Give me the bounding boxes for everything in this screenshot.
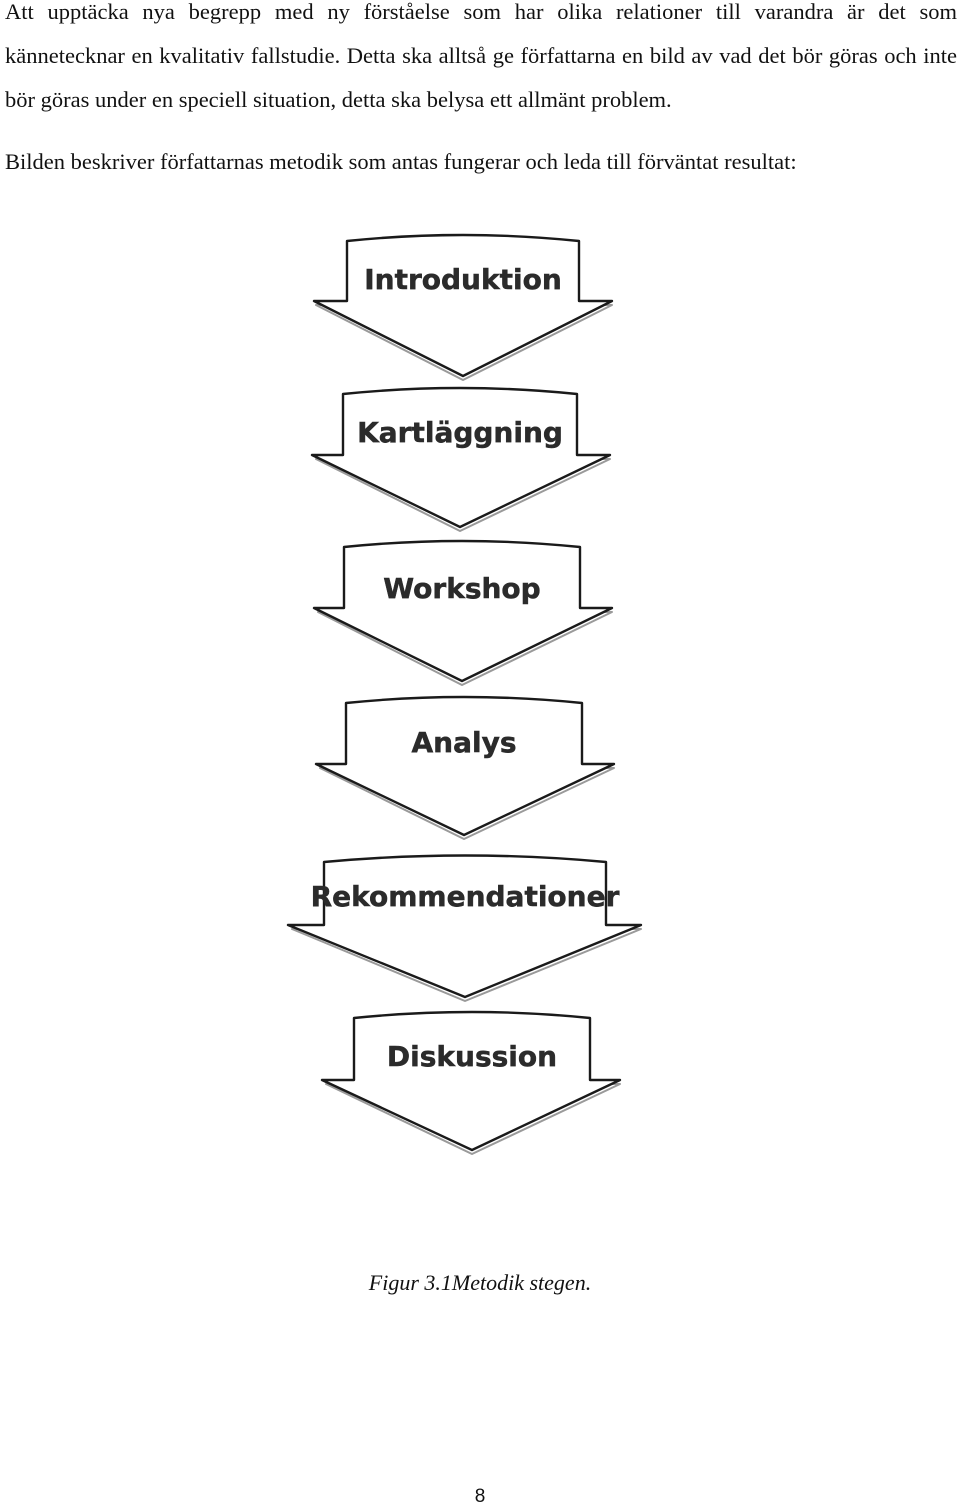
- flow-step-analys: Analys: [314, 695, 616, 840]
- flow-step-label: Introduktion: [364, 263, 562, 296]
- flow-step-rekommendationer: Rekommendationer: [286, 854, 643, 1002]
- flow-step-introduktion: Introduktion: [312, 233, 614, 381]
- flow-step-kartlaggning: Kartläggning: [310, 386, 612, 532]
- flow-step-label: Kartläggning: [357, 416, 563, 449]
- flow-step-diskussion: Diskussion: [320, 1010, 622, 1155]
- figure-caption: Figur 3.1Metodik stegen.: [368, 1270, 592, 1295]
- flow-step-label: Rekommendationer: [311, 880, 620, 913]
- page-number: 8: [474, 1486, 486, 1507]
- flow-step-label: Analys: [411, 726, 516, 759]
- flow-step-workshop: Workshop: [312, 539, 614, 686]
- flow-step-label: Diskussion: [387, 1040, 557, 1073]
- body-paragraph-2: Bilden beskriver författarnas metodik so…: [5, 149, 797, 174]
- flow-step-label: Workshop: [383, 572, 540, 605]
- body-paragraph-1: Att upptäcka nya begrepp med ny förståel…: [5, 0, 957, 112]
